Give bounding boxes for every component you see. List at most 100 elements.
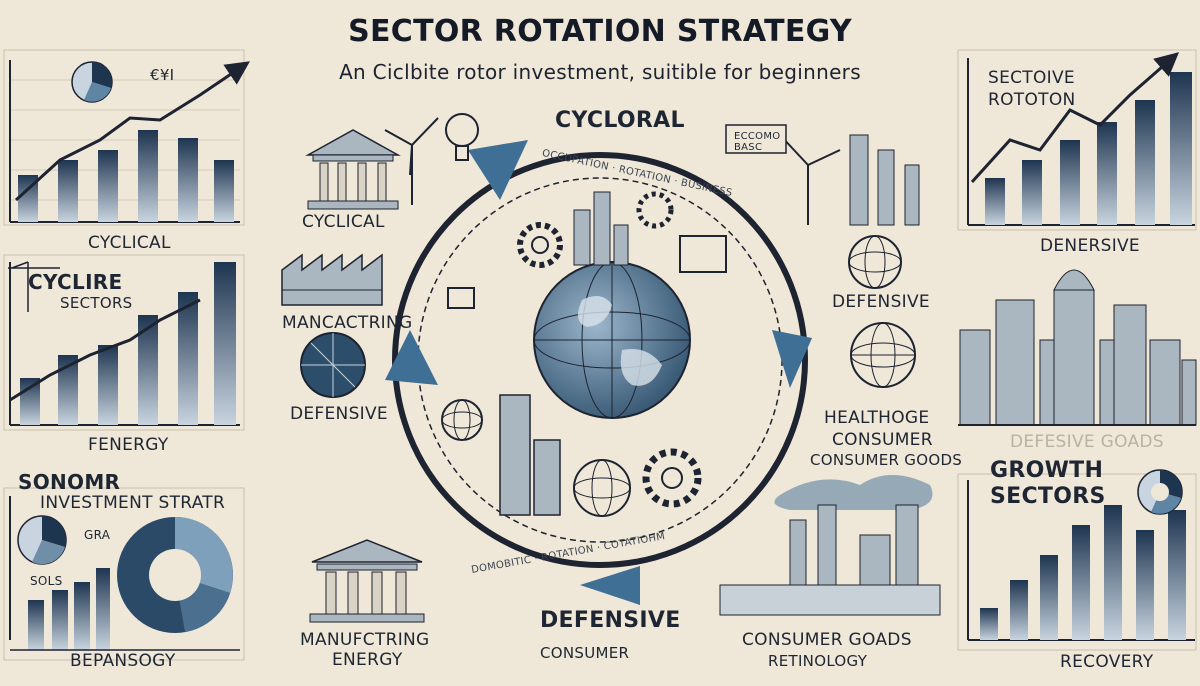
cycle-arrow-left	[385, 330, 438, 385]
wind-turbine-icon	[779, 134, 841, 225]
chart-bar	[1168, 510, 1186, 640]
defensive-right-label: DEFENSIVE	[832, 292, 930, 312]
cycle-arrow-bottom	[580, 566, 640, 605]
chart-bar	[980, 608, 998, 640]
pie-chart-icon	[1137, 469, 1183, 515]
chart-bar	[178, 138, 198, 222]
trend-arrow-line	[14, 61, 250, 202]
monitor-icon	[447, 235, 727, 309]
pie-chart-icon	[17, 515, 67, 565]
right-top-label: DENERSIVE	[1040, 236, 1140, 256]
pie-chart-icon	[71, 61, 113, 103]
skyscraper-icon	[499, 394, 561, 516]
donut-chart-icon	[117, 517, 233, 633]
healthcare-label: HEALTHOGE	[824, 408, 930, 428]
right-top-title-2: ROTOTON	[988, 90, 1076, 110]
right-top-title-1: SECTOIVE	[988, 68, 1075, 88]
chart-bar	[96, 568, 110, 650]
factory-icon	[281, 253, 383, 306]
left-mid-title: CYCLIRE	[28, 270, 123, 294]
chart-bar	[138, 130, 158, 222]
chart-bar	[1072, 525, 1090, 640]
defensive-bottom-label: DEFENSIVE	[540, 608, 681, 633]
left-bottom-title: SONOMR	[18, 470, 121, 494]
pie-chart-icon	[300, 332, 366, 398]
defensive-left-label: DEFENSIVE	[290, 404, 388, 424]
left-bottom-label: BEPANSOGY	[70, 651, 176, 671]
left-bottom-subtitle: INVESTMENT STRATR	[40, 493, 226, 513]
chart-bar	[214, 262, 236, 425]
wind-turbine-icon	[384, 117, 439, 205]
right-bottom-label: RECOVERY	[1060, 652, 1154, 672]
right-top-chart-panel	[957, 49, 1197, 231]
consumer-goods-label: CONSUMER GOODS	[810, 451, 963, 469]
chart-bar	[1010, 580, 1028, 640]
right-mid-label: DEFESIVE GOADS	[1010, 432, 1164, 452]
left-mid-label: FENERGY	[88, 435, 169, 455]
left-mid-subtitle: SECTORS	[60, 294, 133, 312]
right-bottom-title-1: GROWTH	[990, 458, 1104, 483]
consumer-label: CONSUMER	[832, 430, 933, 450]
gear-icon	[642, 448, 702, 508]
cyclical-heading: CYCLORAL	[555, 108, 685, 133]
cyclical-label: CYCLICAL	[302, 212, 385, 232]
bank-building-icon	[305, 129, 401, 210]
chart-bar	[18, 175, 38, 222]
chart-bar	[1135, 100, 1155, 225]
chart-bar	[98, 150, 118, 222]
left-bottom-panel	[3, 487, 245, 661]
lightbulb-icon	[445, 113, 479, 161]
info-sign-text: ECCOMO BASC	[734, 131, 781, 153]
trend-line	[9, 298, 201, 402]
chart-bar	[20, 378, 40, 425]
chart-bar	[178, 292, 198, 425]
globe-icon	[573, 459, 631, 517]
chart-bar	[74, 582, 90, 650]
chart-bar	[1136, 530, 1154, 640]
consumer-goods-bottom-label: CONSUMER GOADS	[742, 630, 912, 650]
manufacturing-label: MANCACTRING	[282, 313, 413, 333]
cycle-arrow-top-left	[468, 140, 528, 200]
manufacturing-bottom-label: MANUFCTRING	[300, 630, 430, 650]
trend-arrow-line	[970, 52, 1180, 184]
central-rotation-cycle	[385, 140, 812, 605]
globe-icon	[848, 235, 902, 289]
page-title: SECTOR ROTATION STRATEGY	[348, 14, 852, 49]
left-bottom-small-1: GRA	[84, 528, 111, 542]
technology-bottom-label: RETINOLOGY	[768, 652, 868, 670]
left-top-chart-panel	[3, 49, 250, 226]
chart-bar	[52, 590, 68, 650]
chart-bar	[1060, 140, 1080, 225]
left-top-label: CYCLICAL	[88, 233, 171, 253]
bank-building-icon	[309, 539, 425, 623]
globe-icon	[533, 261, 691, 419]
cycle-arrow-right	[772, 330, 812, 388]
page-subtitle: An Ciclbite rotor investment, suitible f…	[339, 60, 861, 84]
chart-bar	[1022, 160, 1042, 225]
chart-bar	[1104, 505, 1122, 640]
factory-smokestack-icon	[719, 475, 941, 616]
chart-bar	[985, 178, 1005, 225]
chart-bar	[214, 160, 234, 222]
chart-bar	[1170, 72, 1192, 225]
left-bottom-small-2: SOLS	[30, 574, 63, 588]
chart-bar	[1097, 122, 1117, 225]
energy-bottom-label: ENERGY	[332, 650, 403, 670]
right-city-skyline	[958, 269, 1197, 426]
globe-icon	[850, 322, 916, 388]
chart-bar	[58, 355, 78, 425]
currency-tag: €¥I	[150, 66, 175, 84]
right-bottom-title-2: SECTORS	[990, 484, 1106, 509]
globe-icon	[441, 399, 483, 441]
gear-icon	[636, 191, 674, 229]
right-bottom-chart-panel	[957, 469, 1197, 651]
left-mid-chart-panel	[3, 254, 245, 431]
bar-chart-icon	[573, 191, 629, 266]
city-skyline-icon	[849, 134, 920, 226]
gear-icon	[517, 222, 563, 268]
chart-bar	[138, 315, 158, 425]
chart-bar	[98, 345, 118, 425]
chart-bar	[1040, 555, 1058, 640]
